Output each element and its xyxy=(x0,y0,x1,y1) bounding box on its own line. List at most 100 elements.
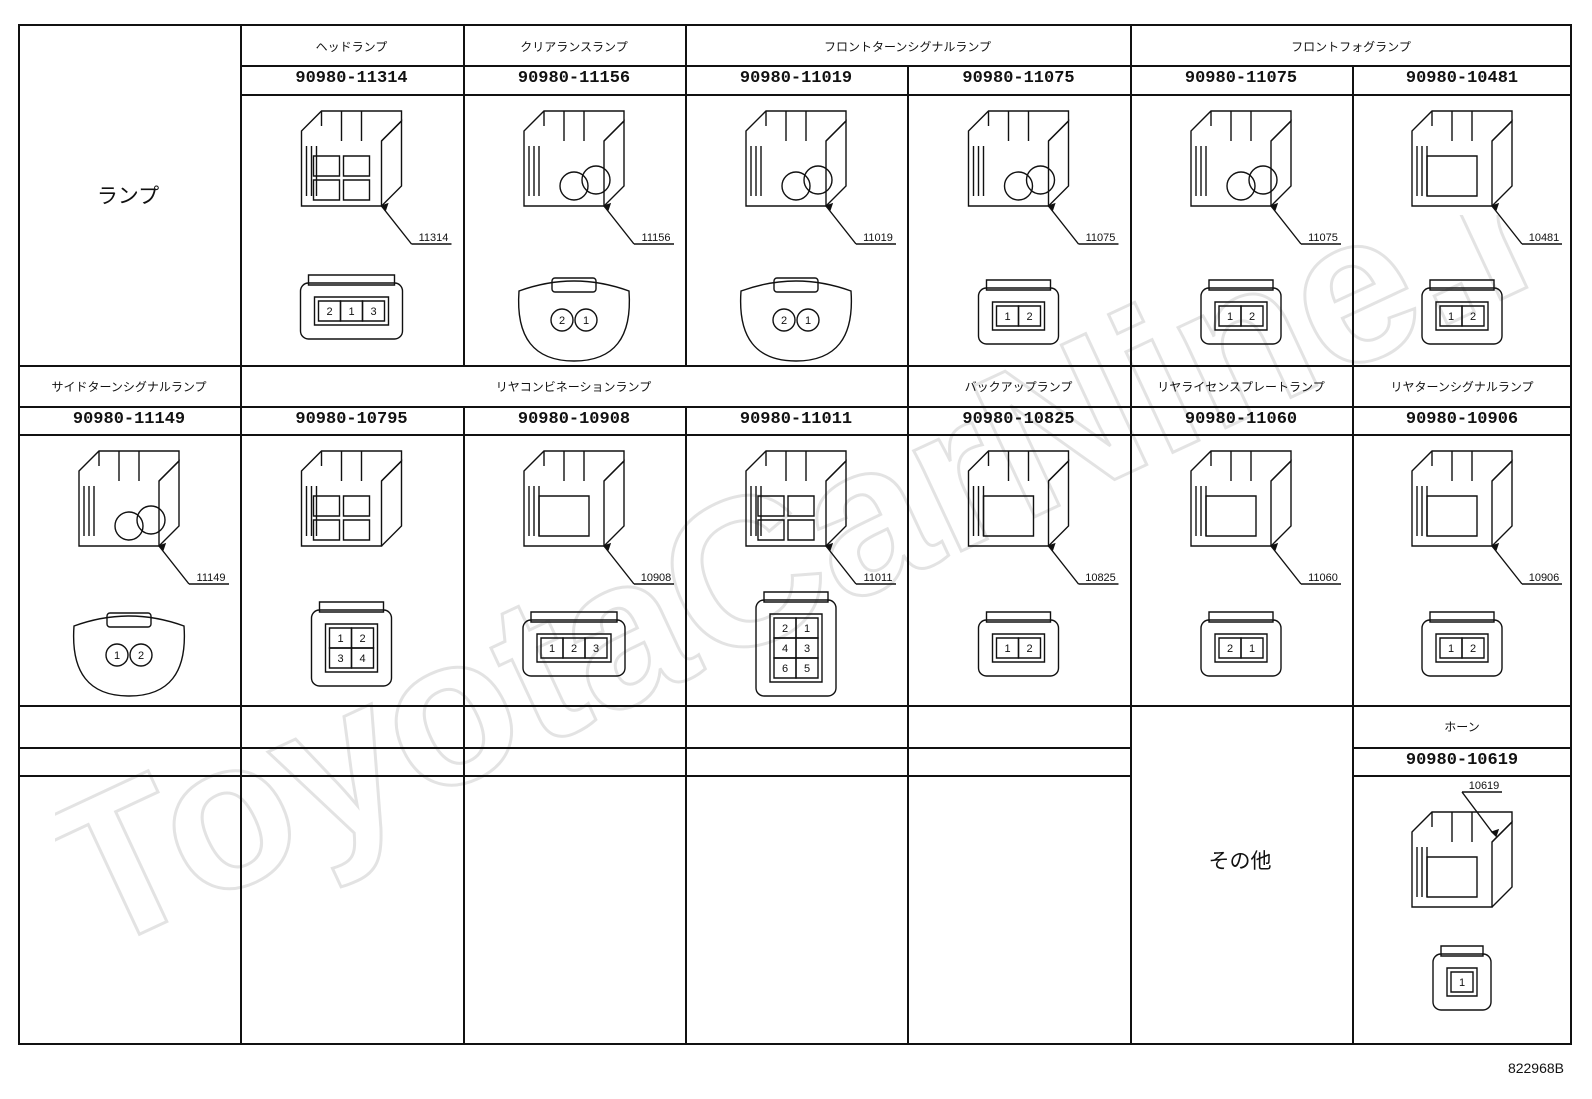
pin-cavity xyxy=(575,309,597,331)
connector-face xyxy=(741,281,852,361)
grid-hline xyxy=(1352,747,1572,749)
leader-line xyxy=(159,546,189,584)
connector-rib xyxy=(1432,451,1472,481)
pin-label: 2 xyxy=(1470,311,1476,323)
leader-line xyxy=(1492,546,1522,584)
leader-arrow xyxy=(1492,204,1498,210)
pin-label: 2 xyxy=(781,315,787,327)
pin-label: 2 xyxy=(1249,311,1255,323)
part-number: 90980-11156 xyxy=(517,69,631,88)
category-label: バックアップランプ xyxy=(964,380,1073,394)
connector-face xyxy=(519,281,630,361)
part-number: 90980-10908 xyxy=(517,410,631,429)
connector-face xyxy=(1201,620,1281,676)
connector-body xyxy=(159,461,179,546)
connector-rib xyxy=(322,451,362,481)
cavity-frame xyxy=(1436,634,1488,662)
leader-arrow xyxy=(1049,544,1055,550)
connector-rib xyxy=(1211,111,1251,141)
part-number: 90980-11149 xyxy=(72,410,186,429)
connector-latch xyxy=(1441,946,1483,956)
pin-label: 1 xyxy=(337,633,343,645)
part-number: 90980-10795 xyxy=(295,410,408,429)
leader-line xyxy=(382,206,412,244)
grid-hline xyxy=(18,434,1572,436)
terminal-cavity xyxy=(344,156,370,176)
terminal-circle xyxy=(1005,172,1033,200)
terminal-circle xyxy=(782,172,810,200)
pin-label: 1 xyxy=(1227,311,1233,323)
connector-iso xyxy=(746,451,846,546)
pin-label: 2 xyxy=(1470,643,1476,655)
connector-rib xyxy=(529,146,539,196)
category-label: リヤターンシグナルランプ xyxy=(1390,380,1534,394)
connector-rib xyxy=(1432,812,1472,842)
leader-line xyxy=(1271,206,1301,244)
connector-face xyxy=(1201,288,1281,344)
leader-arrow xyxy=(159,544,165,550)
pin-label: 11075 xyxy=(1086,232,1116,244)
pin-cavity xyxy=(773,309,795,331)
terminal-cavity xyxy=(314,180,340,200)
connector-iso xyxy=(79,451,179,546)
category-label: フロントフォグランプ xyxy=(1291,40,1411,54)
pin-label: 2 xyxy=(1026,643,1032,655)
pin-label: 10906 xyxy=(1529,572,1560,584)
connector-rib xyxy=(1211,451,1251,481)
connector-rib xyxy=(544,111,584,141)
connector-face xyxy=(301,283,403,339)
connector-body xyxy=(1492,461,1512,546)
pin-label: 2 xyxy=(782,623,788,635)
chart-frame xyxy=(18,24,1572,1045)
part-number: 90980-10619 xyxy=(1405,751,1519,770)
connector-body xyxy=(382,461,402,546)
connector-body xyxy=(1049,461,1069,546)
connector-body xyxy=(604,461,624,546)
terminal-circle xyxy=(1227,172,1255,200)
grid-vline xyxy=(1352,365,1354,705)
grid-vline xyxy=(685,705,687,1045)
connector-rib xyxy=(544,451,584,481)
connector-rib xyxy=(307,486,317,536)
pin-label: 4 xyxy=(782,643,788,655)
pin-cavity xyxy=(363,301,385,321)
connector-iso xyxy=(1191,451,1291,546)
grid-hline xyxy=(18,747,1130,749)
connector-face xyxy=(74,616,185,696)
connector-rib xyxy=(1417,146,1427,196)
part-number: 90980-11075 xyxy=(962,69,1075,88)
pin-cavity xyxy=(1241,638,1263,658)
category-label: クリアランスランプ xyxy=(520,40,628,54)
cavity-frame xyxy=(1215,634,1267,662)
connector-body xyxy=(1271,461,1291,546)
connector-body xyxy=(604,121,624,206)
pin-cavity xyxy=(797,309,819,331)
pin-cavity xyxy=(352,648,374,668)
connector-latch xyxy=(320,602,384,612)
pin-label: 2 xyxy=(571,643,577,655)
connector-face xyxy=(756,600,836,696)
connector-rib xyxy=(307,146,317,196)
leader-line xyxy=(1462,792,1492,832)
part-number: 90980-11011 xyxy=(739,410,853,429)
connector-rib xyxy=(1417,847,1427,897)
pin-label: 11149 xyxy=(197,572,226,584)
pin-label: 1 xyxy=(805,315,811,327)
connector-body xyxy=(826,461,846,546)
category-label: ホーン xyxy=(1444,720,1480,734)
leader-line xyxy=(1492,206,1522,244)
terminal-cavity xyxy=(1427,496,1477,536)
pin-label: 11156 xyxy=(642,232,671,244)
grid-vline xyxy=(463,705,465,1045)
category-label: リヤライセンスプレートランプ xyxy=(1157,380,1325,394)
pin-label: 1 xyxy=(1004,311,1010,323)
connector-latch xyxy=(107,613,151,627)
terminal-circle xyxy=(137,506,165,534)
leader-arrow xyxy=(1049,204,1055,210)
connector-face xyxy=(1422,288,1502,344)
pin-label: 2 xyxy=(1227,643,1233,655)
